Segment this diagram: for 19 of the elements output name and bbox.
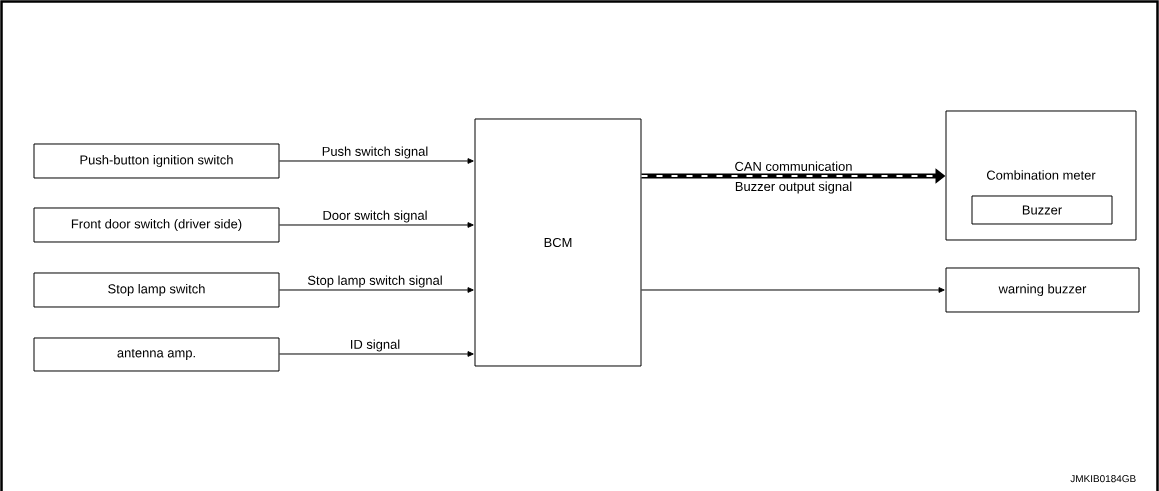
figure-code: JMKIB0184GB — [1070, 475, 1136, 483]
edge-label: Stop lamp switch signal — [306, 274, 444, 289]
arrow — [279, 158, 474, 164]
arrow — [641, 287, 945, 293]
control-module-box: BCM — [474, 118, 642, 367]
edge-label: ID signal — [348, 338, 402, 353]
arrow — [279, 222, 474, 228]
edge-label: CAN communication — [733, 160, 854, 172]
edge-label: Push switch signal — [320, 145, 430, 160]
component-box: Front door switch (driver side) — [33, 207, 280, 243]
signal-label: Buzzer output signal — [733, 180, 854, 195]
edge-label: Door switch signal — [321, 209, 429, 224]
component-box: Stop lamp switch — [33, 272, 280, 308]
component-box: antenna amp. — [33, 337, 280, 372]
component-box: Push-button ignition switch — [33, 143, 280, 179]
component-box: warning buzzer — [945, 267, 1140, 313]
arrow — [279, 287, 474, 293]
component-box: Buzzer — [971, 195, 1113, 225]
arrow — [279, 351, 474, 357]
